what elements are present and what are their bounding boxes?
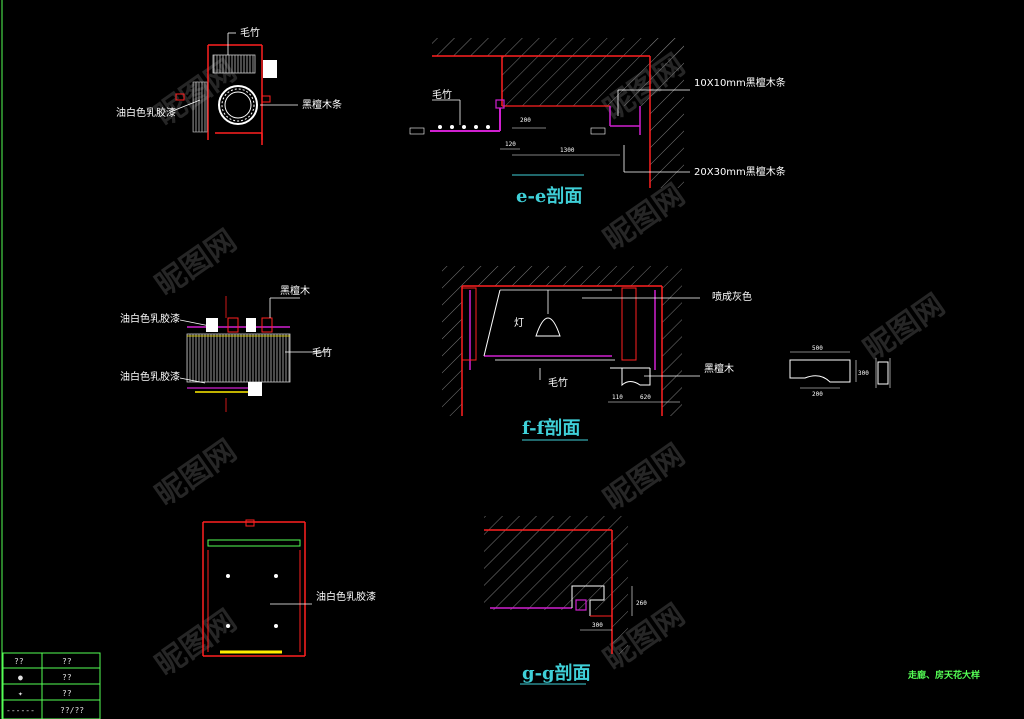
- svg-text:昵图网: 昵图网: [597, 177, 691, 257]
- label-e-bamboo: 毛竹: [432, 88, 452, 101]
- svg-text:昵图网: 昵图网: [597, 437, 691, 517]
- dim-e-1300: 1300: [560, 147, 575, 154]
- detail-plan-ceiling: [202, 519, 312, 657]
- dim-f-110: 110: [612, 394, 623, 401]
- legend-r0-c1: ??: [62, 657, 72, 666]
- section-title-e: e-e剖面: [516, 185, 582, 207]
- detail-bamboo-panel: [179, 296, 330, 412]
- drawing-title: 走廊、房天花大样: [907, 669, 980, 681]
- legend-r2-c1: ??: [62, 689, 72, 698]
- label-f-bamboo: 毛竹: [548, 376, 568, 389]
- label-d2-latex-bottom: 油白色乳胶漆: [120, 370, 180, 383]
- label-d2-bamboo: 毛竹: [312, 346, 332, 359]
- label-d1-ebony-strip: 黑檀木条: [302, 98, 342, 111]
- section-g-g: [484, 516, 633, 685]
- legend-r3-c0: ------: [6, 706, 35, 715]
- detail-moulding-profile: [789, 351, 891, 389]
- label-d2-latex-top: 油白色乳胶漆: [120, 312, 180, 325]
- section-title-f: f-f剖面: [522, 417, 580, 439]
- section-f-f: [442, 266, 700, 441]
- svg-text:昵图网: 昵图网: [149, 603, 243, 683]
- svg-text:昵图网: 昵图网: [149, 433, 243, 513]
- section-e-e: [409, 38, 690, 188]
- legend-r2-c0: ✦: [18, 689, 23, 698]
- label-e-ebony-20x30: 20X30mm黑檀木条: [694, 165, 786, 178]
- label-d1-bamboo: 毛竹: [240, 26, 260, 39]
- label-d1-latex: 油白色乳胶漆: [116, 106, 176, 119]
- legend-r1-c0: ●: [18, 673, 23, 682]
- dim-g-300: 300: [592, 622, 603, 629]
- label-f-lamp: 灯: [514, 317, 524, 329]
- dim-e-200: 200: [520, 117, 531, 124]
- legend-r3-c1: ??/??: [60, 706, 84, 715]
- label-f-grey-paint: 喷成灰色: [712, 290, 752, 303]
- legend-r0-c0: ??: [14, 657, 24, 666]
- label-d3-latex: 油白色乳胶漆: [316, 590, 376, 603]
- svg-text:昵图网: 昵图网: [149, 223, 243, 303]
- detail-round-lamp: [169, 32, 298, 145]
- label-e-ebony-10x10: 10X10mm黑檀木条: [694, 76, 786, 89]
- svg-text:昵图网: 昵图网: [857, 287, 951, 367]
- legend-table: [2, 652, 101, 719]
- dim-g-260: 260: [636, 600, 647, 607]
- dim-profile-500: 500: [812, 345, 823, 352]
- dim-f-620: 620: [640, 394, 651, 401]
- dim-profile-200: 200: [812, 391, 823, 398]
- label-d2-ebony: 黑檀木: [280, 284, 310, 297]
- dim-profile-300: 300: [858, 370, 869, 377]
- section-title-g: g-g剖面: [522, 662, 591, 684]
- legend-r1-c1: ??: [62, 673, 72, 682]
- dim-e-120: 120: [505, 141, 516, 148]
- label-f-ebony: 黑檀木: [704, 362, 734, 375]
